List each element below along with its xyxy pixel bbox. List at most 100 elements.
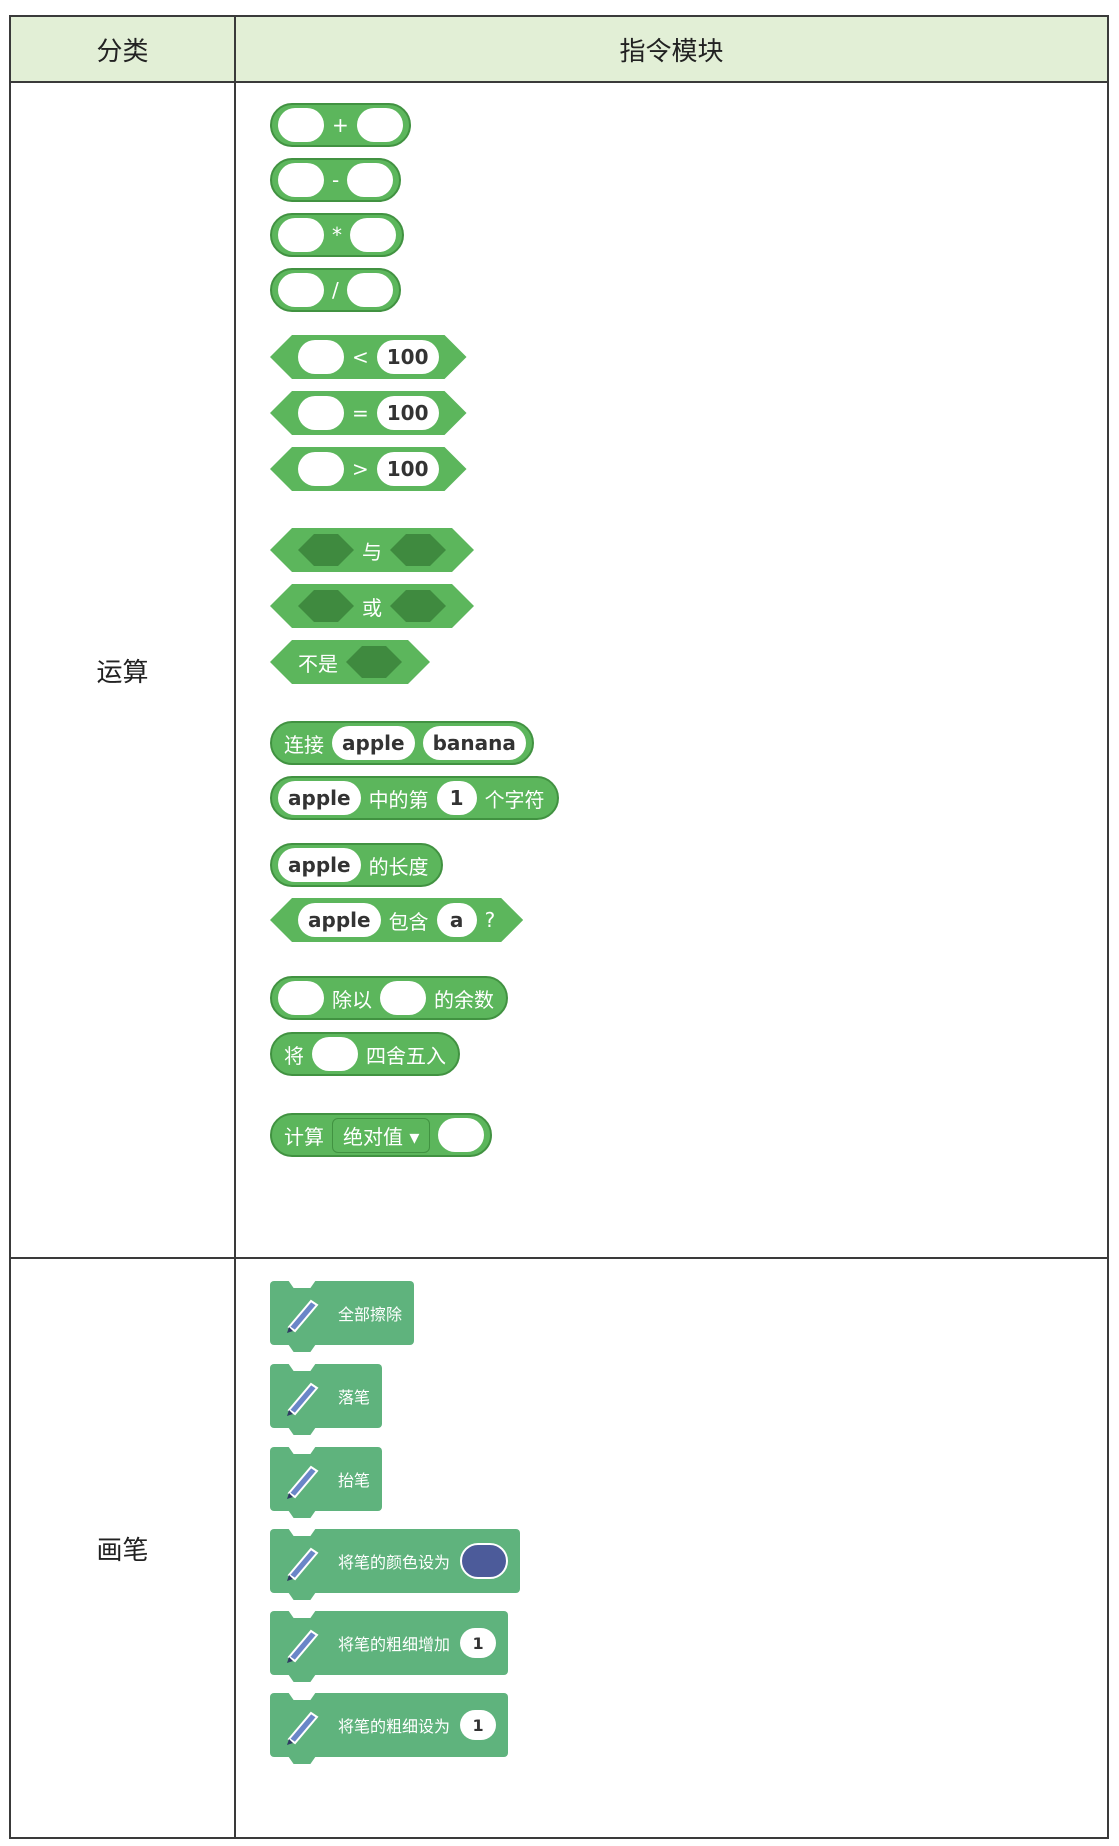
pen-down-block[interactable]: 落笔 — [270, 1364, 383, 1428]
operator-symbol: / — [332, 278, 339, 302]
input-slot[interactable] — [278, 218, 324, 252]
input-slot[interactable] — [298, 452, 344, 486]
input-slot[interactable] — [278, 163, 324, 197]
contains-mid-label: 包含 — [388, 909, 429, 934]
text-input[interactable]: apple — [278, 848, 361, 882]
number-input[interactable]: 1 — [436, 781, 477, 815]
operator-symbol: + — [332, 113, 349, 137]
change-pen-size-block[interactable]: 将笔的粗细增加 1 — [270, 1611, 509, 1675]
set-pen-color-block[interactable]: 将笔的颜色设为 — [270, 1529, 521, 1593]
header-row: 分类 指令模块 — [9, 15, 1109, 83]
or-label: 或 — [362, 595, 382, 620]
contains-block[interactable]: apple 包含 a ? — [270, 898, 523, 942]
letter-of-block[interactable]: apple 中的第 1 个字符 — [270, 776, 559, 820]
text-input[interactable]: apple — [332, 726, 415, 760]
round-block[interactable]: 将 四舍五入 — [270, 1032, 460, 1076]
number-input[interactable]: 1 — [460, 1710, 497, 1740]
command-table: 分类 指令模块 运算 + - * — [9, 15, 1109, 1839]
operator-symbol: * — [332, 223, 342, 247]
pen-blocks-cell: 全部擦除 落笔 抬笔 — [234, 1257, 1109, 1839]
input-slot[interactable] — [438, 1118, 485, 1152]
number-input[interactable]: 100 — [377, 452, 439, 486]
divide-block[interactable]: / — [270, 268, 401, 312]
pen-up-block[interactable]: 抬笔 — [270, 1447, 383, 1511]
change-pen-size-label: 将笔的粗细增加 — [338, 1635, 451, 1654]
input-slot[interactable] — [278, 273, 324, 307]
math-op-block[interactable]: 计算 绝对值 ▾ — [270, 1113, 493, 1157]
boolean-slot[interactable] — [390, 534, 446, 566]
input-slot[interactable] — [312, 1037, 358, 1071]
less-than-block[interactable]: < 100 — [270, 335, 467, 379]
round-prefix-label: 将 — [284, 1043, 304, 1068]
input-slot[interactable] — [350, 218, 396, 252]
not-block[interactable]: 不是 — [270, 640, 430, 684]
round-suffix-label: 四舍五入 — [366, 1043, 446, 1068]
operator-symbol: > — [352, 457, 369, 481]
pen-icon — [278, 1288, 328, 1338]
mod-block[interactable]: 除以 的余数 — [270, 976, 508, 1020]
or-block[interactable]: 或 — [270, 584, 474, 628]
math-op-label: 计算 — [284, 1124, 324, 1149]
operator-blocks-cell: + - * / — [234, 81, 1109, 1259]
pen-icon — [278, 1371, 328, 1421]
and-label: 与 — [362, 539, 382, 564]
erase-all-block[interactable]: 全部擦除 — [270, 1281, 415, 1345]
text-input[interactable]: apple — [298, 903, 381, 937]
greater-than-block[interactable]: > 100 — [270, 447, 467, 491]
letter-of-mid-label: 中的第 — [368, 787, 429, 812]
length-suffix-label: 的长度 — [368, 854, 429, 879]
mod-suffix-label: 的余数 — [434, 987, 494, 1012]
input-slot[interactable] — [356, 108, 403, 142]
pen-icon — [278, 1700, 328, 1750]
text-input[interactable]: banana — [422, 726, 526, 760]
set-pen-size-block[interactable]: 将笔的粗细设为 1 — [270, 1693, 509, 1757]
set-pen-color-label: 将笔的颜色设为 — [338, 1553, 451, 1572]
join-block[interactable]: 连接 apple banana — [270, 721, 534, 765]
join-label: 连接 — [284, 732, 324, 757]
operator-symbol: < — [352, 345, 369, 369]
pen-icon — [278, 1618, 328, 1668]
input-slot[interactable] — [298, 396, 344, 430]
boolean-slot[interactable] — [298, 590, 354, 622]
contains-suffix-label: ? — [484, 908, 496, 932]
input-slot[interactable] — [347, 163, 394, 197]
length-block[interactable]: apple 的长度 — [270, 843, 443, 887]
pen-icon — [278, 1536, 328, 1586]
number-input[interactable]: 100 — [377, 340, 439, 374]
input-slot[interactable] — [278, 981, 324, 1015]
color-picker[interactable] — [460, 1543, 509, 1579]
not-label: 不是 — [298, 651, 338, 676]
multiply-block[interactable]: * — [270, 213, 404, 257]
input-slot[interactable] — [346, 273, 393, 307]
input-slot[interactable] — [278, 108, 324, 142]
boolean-slot[interactable] — [298, 534, 354, 566]
subtract-block[interactable]: - — [270, 158, 402, 202]
boolean-slot[interactable] — [390, 590, 446, 622]
pen-icon — [278, 1454, 328, 1504]
category-pen: 画笔 — [9, 1257, 236, 1839]
erase-all-label: 全部擦除 — [338, 1305, 403, 1324]
pen-down-label: 落笔 — [338, 1388, 371, 1407]
operator-symbol: = — [352, 401, 369, 425]
number-input[interactable]: 100 — [377, 396, 439, 430]
operator-symbol: - — [332, 168, 340, 192]
boolean-slot[interactable] — [346, 646, 402, 678]
table-row: 运算 + - * — [9, 81, 1109, 1259]
header-blocks: 指令模块 — [234, 15, 1109, 83]
letter-of-suffix-label: 个字符 — [484, 787, 545, 812]
number-input[interactable]: 1 — [460, 1628, 497, 1658]
header-category: 分类 — [9, 15, 236, 83]
table-row: 画笔 全部擦除 落笔 — [9, 1257, 1109, 1839]
equals-block[interactable]: = 100 — [270, 391, 467, 435]
text-input[interactable]: a — [437, 903, 477, 937]
input-slot[interactable] — [298, 340, 344, 374]
category-operators: 运算 — [9, 81, 236, 1259]
input-slot[interactable] — [380, 981, 426, 1015]
text-input[interactable]: apple — [278, 781, 361, 815]
math-op-dropdown[interactable]: 绝对值 ▾ — [332, 1117, 431, 1153]
and-block[interactable]: 与 — [270, 528, 474, 572]
set-pen-size-label: 将笔的粗细设为 — [338, 1717, 451, 1736]
add-block[interactable]: + — [270, 103, 411, 147]
mod-mid-label: 除以 — [332, 987, 372, 1012]
